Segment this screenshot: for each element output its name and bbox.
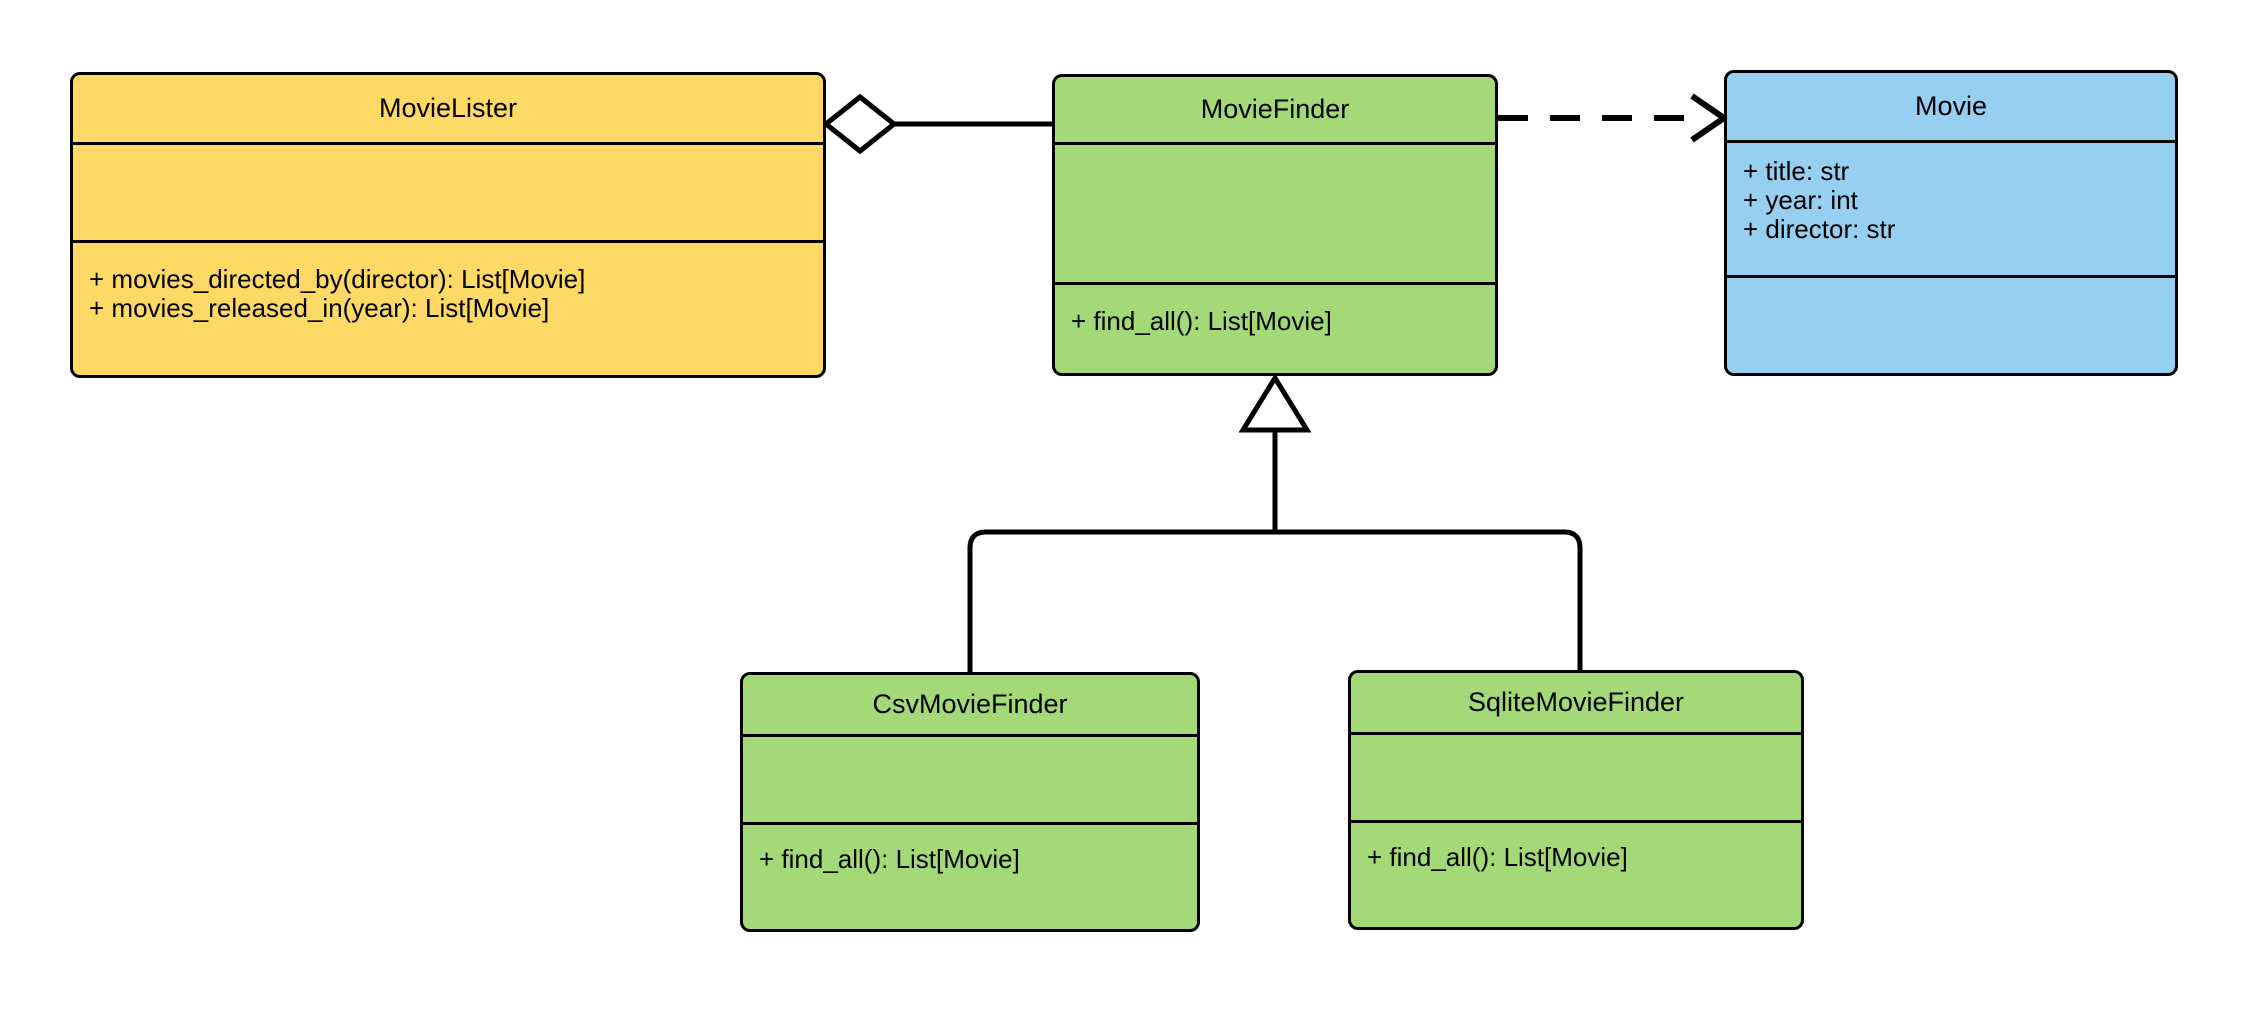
class-box-sqlite-movie-finder[interactable]: SqliteMovieFinder + find_all(): List[Mov… — [1348, 670, 1804, 930]
class-box-csv-movie-finder[interactable]: CsvMovieFinder + find_all(): List[Movie] — [740, 672, 1200, 932]
class-name-csv-movie-finder: CsvMovieFinder — [743, 675, 1197, 737]
class-attributes-sqlite-movie-finder — [1351, 735, 1801, 823]
operation-row: + movies_released_in(year): List[Movie] — [89, 293, 550, 324]
class-operations-sqlite-movie-finder: + find_all(): List[Movie] — [1351, 823, 1801, 927]
class-name-movie-finder: MovieFinder — [1055, 77, 1495, 145]
open-arrowhead-icon — [1690, 93, 1730, 143]
relationship-aggregation-movielister-moviefinder[interactable] — [821, 93, 1052, 155]
hollow-diamond-icon — [821, 93, 899, 155]
attribute-row: + director: str — [1743, 214, 1896, 245]
class-attributes-movie-lister — [73, 145, 823, 243]
class-attributes-csv-movie-finder — [743, 737, 1197, 825]
attribute-row: + year: int — [1743, 185, 1858, 216]
relationship-dependency-moviefinder-movie[interactable] — [1498, 93, 1730, 143]
operation-row: + movies_directed_by(director): List[Mov… — [89, 264, 586, 294]
class-name-movie: Movie — [1727, 73, 2175, 143]
hollow-triangle-icon — [1238, 373, 1312, 433]
relationship-generalization-tree[interactable] — [967, 373, 1583, 672]
class-attributes-movie: + title: str + year: int + director: str — [1727, 143, 2175, 278]
class-operations-csv-movie-finder: + find_all(): List[Movie] — [743, 825, 1197, 929]
generalization-branch-lines — [967, 529, 1583, 672]
class-box-movie-lister[interactable]: MovieLister + movies_directed_by(directo… — [70, 72, 826, 378]
operation-row: + find_all(): List[Movie] — [1367, 842, 1628, 872]
class-name-sqlite-movie-finder: SqliteMovieFinder — [1351, 673, 1801, 735]
attribute-row: + title: str — [1743, 156, 1850, 186]
class-box-movie-finder[interactable]: MovieFinder + find_all(): List[Movie] — [1052, 74, 1498, 376]
class-attributes-movie-finder — [1055, 145, 1495, 285]
class-operations-movie — [1727, 278, 2175, 373]
class-name-movie-lister: MovieLister — [73, 75, 823, 145]
operation-row: + find_all(): List[Movie] — [759, 844, 1020, 874]
class-box-movie[interactable]: Movie + title: str + year: int + directo… — [1724, 70, 2178, 376]
class-operations-movie-finder: + find_all(): List[Movie] — [1055, 285, 1495, 373]
operation-row: + find_all(): List[Movie] — [1071, 306, 1332, 336]
class-operations-movie-lister: + movies_directed_by(director): List[Mov… — [73, 243, 823, 375]
